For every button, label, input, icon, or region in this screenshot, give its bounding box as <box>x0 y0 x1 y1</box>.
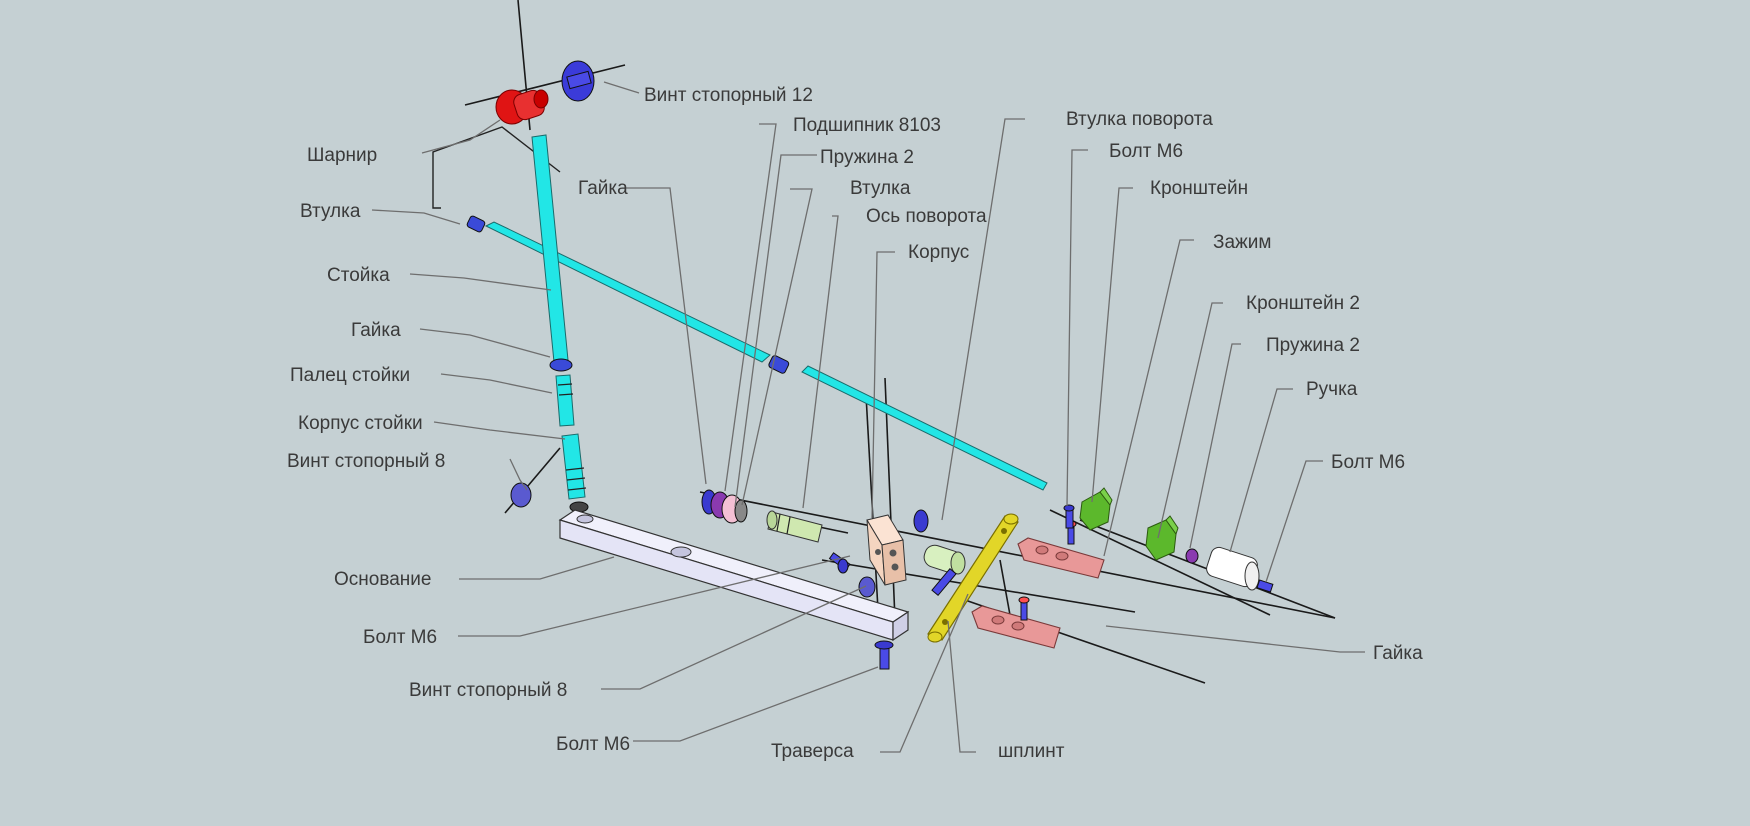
label-bolt-m6-top: Болт М6 <box>1109 141 1183 162</box>
handle <box>1206 546 1260 591</box>
label-kronshtein-2: Кронштейн 2 <box>1246 293 1360 314</box>
label-vtulka-top: Втулка <box>850 178 911 199</box>
hinge-part <box>495 89 549 125</box>
label-sharnir: Шарнир <box>307 145 377 166</box>
base-plate <box>558 509 910 642</box>
label-podshipnik-8103: Подшипник 8103 <box>793 115 941 136</box>
label-traversa: Траверса <box>771 741 854 762</box>
set-screw-8-housing <box>858 576 876 598</box>
set-screw-12 <box>561 60 595 102</box>
label-ruchka: Ручка <box>1306 379 1358 400</box>
spring-2-right <box>1185 548 1199 564</box>
label-gaika-stand: Гайка <box>351 320 401 341</box>
part-labels: Винт стопорный 12 Подшипник 8103 Втулка … <box>287 85 1423 762</box>
rotation-bushing <box>923 544 966 575</box>
label-os-povorota: Ось поворота <box>866 206 987 227</box>
bolt-m6-housing <box>828 552 851 574</box>
label-gaika-right: Гайка <box>1373 643 1423 664</box>
label-bolt-m6-right: Болт М6 <box>1331 452 1405 473</box>
leader-lines <box>371 81 1365 753</box>
label-vint-stopornyi-12: Винт стопорный 12 <box>644 85 813 106</box>
label-korpus: Корпус <box>908 242 969 263</box>
label-vtulka-left: Втулка <box>300 201 361 222</box>
label-vint-stopornyi-8-bottom: Винт стопорный 8 <box>409 680 567 701</box>
label-kronshtein: Кронштейн <box>1150 178 1248 199</box>
label-stoika: Стойка <box>327 265 390 286</box>
stand-rod <box>531 134 589 513</box>
cotter-pin <box>931 567 957 597</box>
bearing-stack <box>701 489 748 524</box>
label-bolt-m6-mid: Болт М6 <box>363 627 437 648</box>
label-pruzhina-2-top: Пружина 2 <box>820 147 914 168</box>
bolt-m6-base <box>874 640 894 670</box>
pivot-axle <box>766 510 823 543</box>
label-gaika-left: Гайка <box>578 178 628 199</box>
label-vint-stopornyi-8-left: Винт стопорный 8 <box>287 451 445 472</box>
leader-bracket <box>432 126 561 209</box>
label-shplint: шплинт <box>998 741 1065 762</box>
set-screw-8-left <box>510 482 532 508</box>
bolt-m6-bracket <box>1063 504 1075 529</box>
label-pruzhina-2-right: Пружина 2 <box>1266 335 1360 356</box>
label-korpus-stoiki: Корпус стойки <box>298 413 423 434</box>
clamp-upper <box>1017 537 1105 579</box>
clamp-lower <box>971 605 1061 649</box>
bracket <box>1079 487 1113 531</box>
label-vtulka-povorota: Втулка поворота <box>1066 109 1213 130</box>
label-osnovanie: Основание <box>334 569 431 590</box>
label-palets-stoiki: Палец стойки <box>290 365 410 386</box>
bolt-m6-handle <box>1256 579 1274 593</box>
traverse-bar <box>927 513 1019 643</box>
washer-top <box>913 509 929 533</box>
bracket-2 <box>1145 515 1179 561</box>
label-zazhim: Зажим <box>1213 232 1271 253</box>
label-bolt-m6-bottom: Болт М6 <box>556 734 630 755</box>
housing-block <box>866 514 907 586</box>
